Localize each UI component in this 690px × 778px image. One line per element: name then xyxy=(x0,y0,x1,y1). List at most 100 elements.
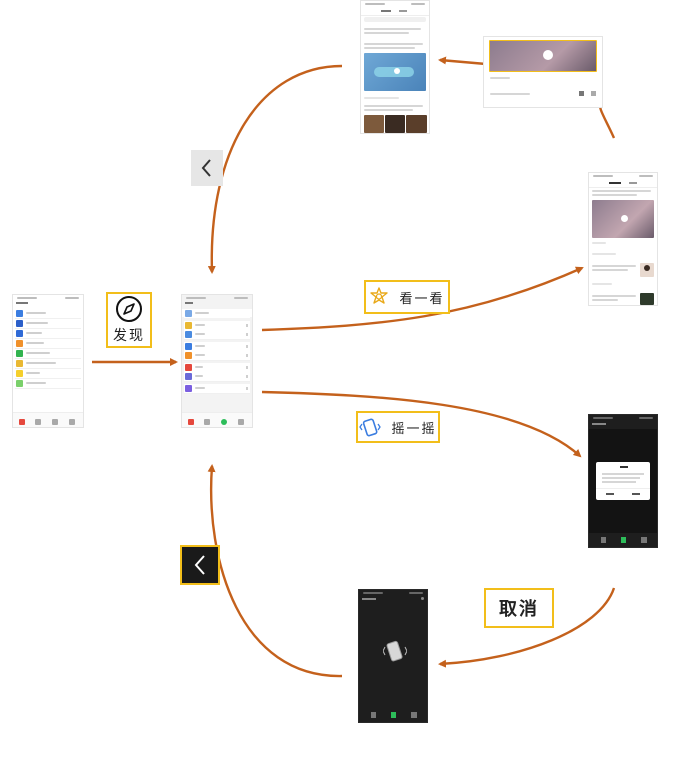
tab-chats[interactable] xyxy=(188,419,194,425)
tab-contacts[interactable] xyxy=(204,419,210,425)
story-video-thumbnail[interactable] xyxy=(592,200,654,238)
story-meta xyxy=(592,283,612,285)
shake-dialog-screen xyxy=(588,414,658,548)
share-icon[interactable] xyxy=(591,91,596,96)
chat-row[interactable] xyxy=(15,369,81,379)
chat-title xyxy=(16,302,28,304)
tab-bar xyxy=(13,412,83,427)
story-image[interactable] xyxy=(640,263,654,277)
story-text xyxy=(364,32,409,34)
compass-icon xyxy=(116,296,142,322)
story-meta xyxy=(364,97,399,99)
shake-tab-people[interactable] xyxy=(371,712,376,718)
story-image[interactable] xyxy=(385,115,405,133)
tab-contacts[interactable] xyxy=(35,419,41,425)
chat-row[interactable] xyxy=(15,339,81,349)
story-meta xyxy=(592,253,616,255)
story-text xyxy=(364,105,423,107)
top-tabs xyxy=(361,7,429,16)
shake-hand-icon xyxy=(383,640,407,662)
status-bar xyxy=(591,174,655,178)
back-button-light xyxy=(191,150,223,186)
top-stories-star-icon xyxy=(370,287,389,304)
top-stories-label: 看一看 xyxy=(364,280,450,314)
shake-tab-music[interactable] xyxy=(621,537,626,543)
cancel-label: 取消 xyxy=(484,588,554,628)
discover-row-mini-programs[interactable] xyxy=(184,384,250,394)
shake-tab-tv[interactable] xyxy=(641,537,647,543)
status-bar xyxy=(184,296,250,300)
status-bar xyxy=(591,416,655,420)
play-icon xyxy=(543,50,553,60)
like-icon[interactable] xyxy=(579,91,584,96)
chat-row[interactable] xyxy=(15,309,81,319)
shake-label: 摇一摇 xyxy=(356,411,440,443)
status-bar xyxy=(15,296,81,300)
chat-row[interactable] xyxy=(15,319,81,329)
story-text xyxy=(364,28,421,30)
shake-header xyxy=(592,423,606,425)
story-text xyxy=(592,269,628,271)
story-image[interactable] xyxy=(406,115,427,133)
tab-discover[interactable] xyxy=(221,419,227,425)
cancel-label-text: 取消 xyxy=(499,599,539,620)
discover-row-games[interactable] xyxy=(184,372,250,382)
tab-me[interactable] xyxy=(238,419,244,425)
shake-tab-music[interactable] xyxy=(391,712,396,718)
discover-title xyxy=(185,302,193,304)
chat-row[interactable] xyxy=(15,379,81,389)
arrow-shake-dialog-to-shake-screen xyxy=(438,587,616,668)
tab-me[interactable] xyxy=(69,419,75,425)
top-tabs xyxy=(589,179,657,188)
video-detail-screen xyxy=(483,36,603,108)
arrow-top-list-to-discover xyxy=(207,64,343,274)
back-button-dark xyxy=(180,545,220,585)
discover-row-nearby[interactable] xyxy=(184,351,250,361)
story-text xyxy=(592,295,636,297)
discover-label: 发现 xyxy=(106,292,152,348)
shake-tabbar xyxy=(359,708,427,722)
story-video-thumbnail[interactable] xyxy=(364,53,426,91)
tab-bar xyxy=(182,412,252,427)
dialog-cancel-button[interactable] xyxy=(606,493,614,495)
story-text xyxy=(364,109,413,111)
video-frame[interactable] xyxy=(489,40,597,72)
shake-tab-people[interactable] xyxy=(601,537,606,543)
discover-label-text: 发现 xyxy=(113,328,145,344)
tab-discover[interactable] xyxy=(52,419,58,425)
story-image[interactable] xyxy=(640,293,654,305)
arrow-video-detail-to-top-list xyxy=(438,56,487,66)
chevron-left-icon xyxy=(201,159,211,177)
arrow-discover-to-top-stories xyxy=(261,266,584,332)
status-bar xyxy=(363,2,427,6)
story-text xyxy=(592,194,637,196)
tab-chats[interactable] xyxy=(19,419,25,425)
discover-row-moments[interactable] xyxy=(184,309,250,318)
story-text xyxy=(592,190,651,192)
shake-header xyxy=(362,598,376,600)
play-icon xyxy=(621,215,628,222)
discover-row-search[interactable] xyxy=(184,330,250,340)
search-bar[interactable] xyxy=(364,17,426,22)
shake-tabbar xyxy=(589,533,657,547)
story-meta xyxy=(592,242,606,244)
story-image[interactable] xyxy=(364,115,384,133)
play-icon xyxy=(394,68,400,74)
top-stories-list-screen xyxy=(360,0,430,134)
arrow-discover-to-shake-dialog xyxy=(261,390,582,458)
shake-tab-tv[interactable] xyxy=(411,712,417,718)
chat-row[interactable] xyxy=(15,349,81,359)
shake-settings-icon[interactable] xyxy=(421,597,424,600)
story-text xyxy=(592,265,636,267)
top-stories-label-text: 看一看 xyxy=(399,291,445,307)
chat-row[interactable] xyxy=(15,359,81,369)
dialog-box xyxy=(596,462,650,500)
story-text xyxy=(592,299,618,301)
chevron-left-icon xyxy=(194,555,205,575)
chat-row[interactable] xyxy=(15,329,81,339)
chats-screen xyxy=(12,294,84,428)
dialog-confirm-button[interactable] xyxy=(632,493,640,495)
video-caption xyxy=(490,77,510,79)
arrow-shake-screen-to-discover xyxy=(207,464,343,678)
